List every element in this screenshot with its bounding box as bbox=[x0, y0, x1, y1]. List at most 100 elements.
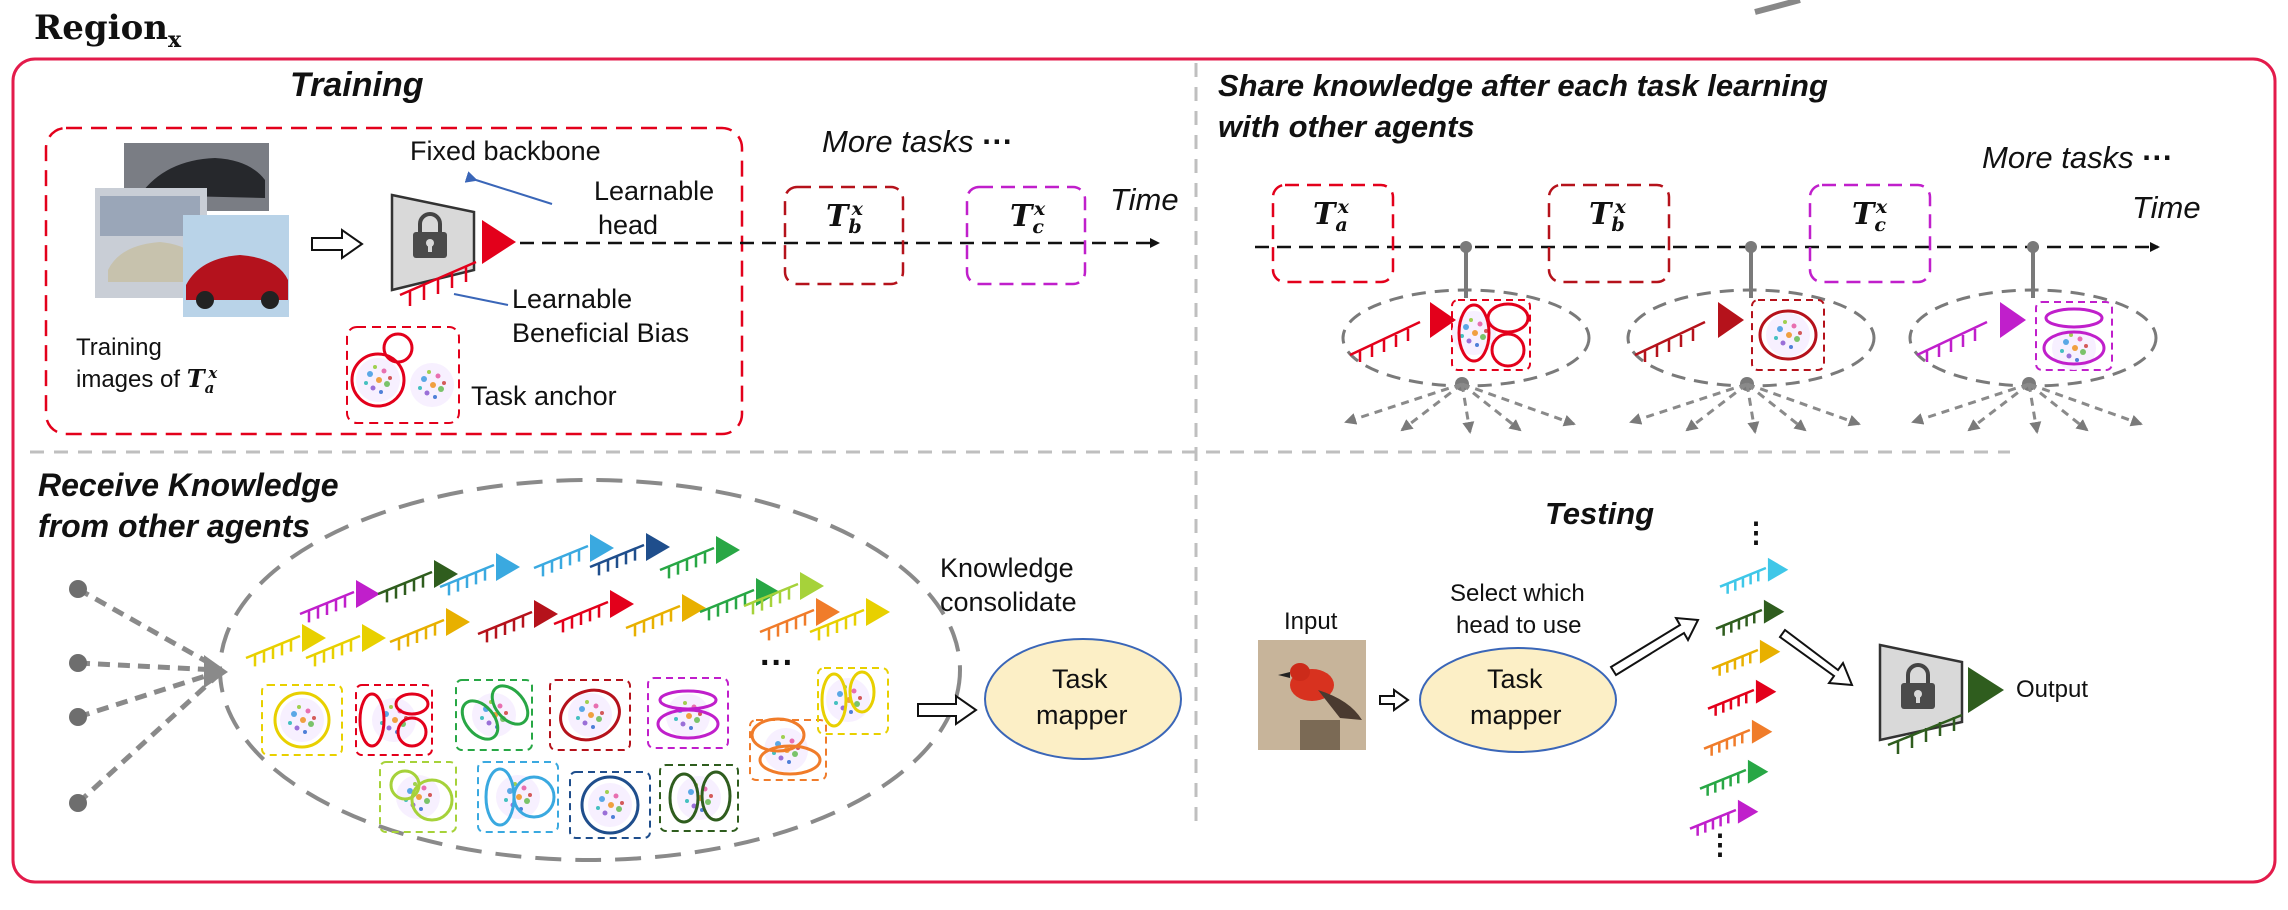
task-sup: x bbox=[851, 198, 863, 220]
task-sub: a bbox=[204, 378, 215, 397]
task-sup: x bbox=[1875, 196, 1888, 218]
learnable-head-label-1: Learnable bbox=[594, 176, 715, 206]
task-base: T bbox=[1589, 197, 1612, 232]
share-heading-2: with other agents bbox=[1218, 109, 1475, 144]
head-icon bbox=[245, 624, 326, 667]
share-task-b-label: Tbx bbox=[1589, 196, 1626, 236]
task-b-label: Tbx bbox=[826, 198, 863, 238]
share-task-a-box bbox=[1271, 183, 1395, 284]
testing-heading: Testing bbox=[1545, 496, 1655, 531]
received-knowledge-ellipse bbox=[218, 478, 962, 862]
task-sub: b bbox=[848, 216, 862, 238]
head-icon bbox=[1707, 679, 1777, 716]
output-model bbox=[1878, 643, 2004, 754]
learnable-head-triangle bbox=[482, 220, 516, 264]
task-sub: c bbox=[1874, 214, 1886, 236]
task-anchor-box bbox=[346, 326, 460, 424]
received-anchors bbox=[261, 667, 889, 839]
receive-heading-2: from other agents bbox=[38, 508, 311, 544]
bias-label-2: Beneficial Bias bbox=[512, 318, 690, 348]
more-tasks-text: More tasks bbox=[1982, 140, 2134, 175]
test-task-mapper bbox=[1419, 647, 1617, 753]
learnable-head-label-2: head bbox=[598, 210, 659, 240]
head-icon bbox=[743, 572, 824, 615]
test-input-arrow bbox=[1379, 688, 1410, 712]
receive-mapper-label-2: mapper bbox=[1036, 700, 1128, 730]
task-sup: x bbox=[1337, 196, 1349, 218]
head-icon bbox=[299, 580, 380, 623]
corner-arrow-fragment bbox=[1754, 0, 1801, 15]
head-icon bbox=[1711, 639, 1781, 676]
task-base: T bbox=[826, 199, 849, 234]
head-icon bbox=[439, 553, 520, 596]
output-arrow bbox=[1778, 628, 1854, 687]
receive-task-mapper bbox=[984, 638, 1182, 760]
task-sup: x bbox=[1614, 196, 1626, 218]
task-sub: a bbox=[1335, 214, 1348, 236]
select-arrow bbox=[1609, 616, 1700, 677]
lock-icon bbox=[1901, 663, 1935, 709]
time-label-share: Time bbox=[2132, 190, 2201, 225]
more-tasks-training: More tasks ··· bbox=[822, 124, 1014, 159]
incoming-agents bbox=[69, 580, 228, 812]
share-agent-group bbox=[1908, 241, 2158, 434]
car-photo bbox=[95, 143, 289, 317]
head-icon bbox=[305, 624, 386, 667]
lock-icon bbox=[413, 212, 447, 258]
task-c-box bbox=[965, 185, 1087, 286]
head-icon bbox=[389, 608, 470, 651]
task-c-label: Tcx bbox=[1010, 198, 1045, 238]
receive-mapper-label-1: Task bbox=[1052, 664, 1108, 694]
training-images-task: Tax bbox=[186, 364, 218, 397]
candidate-heads bbox=[1689, 557, 1789, 836]
head-icon bbox=[659, 536, 740, 579]
task-sub: c bbox=[1032, 216, 1044, 238]
head-icon bbox=[477, 600, 558, 643]
head-icon bbox=[533, 534, 614, 577]
head-icon bbox=[1715, 599, 1785, 636]
received-heads bbox=[245, 533, 890, 667]
region-title-text: Region bbox=[34, 8, 168, 48]
input-label: Input bbox=[1284, 608, 1338, 635]
head-icon bbox=[1699, 759, 1769, 796]
share-agent-group bbox=[1341, 241, 1591, 434]
head-icon bbox=[1689, 799, 1759, 836]
backbone-icon bbox=[390, 193, 516, 306]
output-label: Output bbox=[2016, 676, 2089, 703]
more-tasks-text: More tasks bbox=[822, 124, 974, 159]
task-base: T bbox=[186, 364, 205, 393]
share-task-c-box bbox=[1808, 183, 1932, 284]
head-icon bbox=[553, 590, 634, 633]
bird-photo bbox=[1258, 640, 1366, 750]
vdots-bottom: ⋮ bbox=[1706, 829, 1734, 860]
hollow-arrow bbox=[311, 228, 364, 260]
training-images-label-1: Training bbox=[76, 334, 162, 361]
vdots-top: ⋮ bbox=[1742, 517, 1770, 548]
head-icon bbox=[699, 578, 780, 621]
cluster-icon bbox=[356, 358, 400, 402]
head-icon bbox=[589, 533, 670, 576]
bias-label-1: Learnable bbox=[512, 284, 633, 314]
task-sup: x bbox=[1033, 198, 1046, 220]
task-anchor-label: Task anchor bbox=[471, 381, 617, 411]
consolidate-arrow bbox=[917, 694, 978, 726]
selected-head-triangle bbox=[1968, 667, 2004, 713]
task-sub: b bbox=[1611, 214, 1625, 236]
fixed-backbone-label: Fixed backbone bbox=[410, 136, 601, 166]
consolidate-label-2: consolidate bbox=[940, 587, 1077, 617]
region-title: Regionx bbox=[34, 8, 181, 53]
test-mapper-label-2: mapper bbox=[1470, 700, 1562, 730]
training-box bbox=[44, 126, 744, 436]
time-label-training: Time bbox=[1110, 182, 1179, 217]
more-tasks-share: More tasks ··· bbox=[1982, 140, 2174, 175]
share-task-c-label: Tcx bbox=[1852, 196, 1887, 236]
consolidate-label-1: Knowledge bbox=[940, 553, 1074, 583]
test-mapper-label-1: Task bbox=[1487, 664, 1543, 694]
training-heading: Training bbox=[290, 66, 424, 104]
select-label-2: head to use bbox=[1456, 612, 1582, 639]
share-agent-group bbox=[1626, 241, 1876, 434]
head-icon bbox=[809, 598, 890, 641]
region-subscript: x bbox=[167, 26, 182, 53]
region-frame bbox=[11, 57, 2277, 884]
